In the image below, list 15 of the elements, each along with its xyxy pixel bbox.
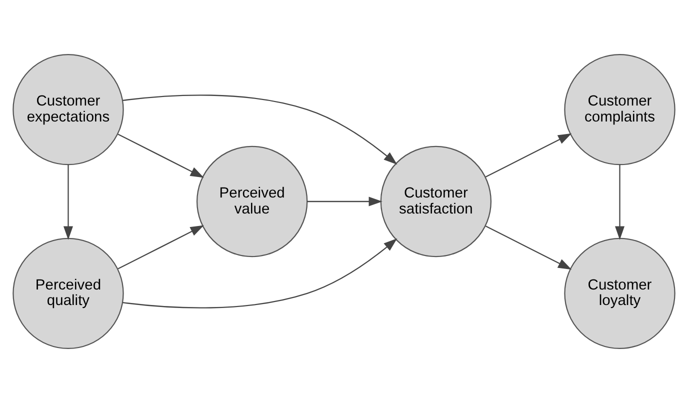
arrow bbox=[122, 238, 398, 308]
node-circle: Customer complaints bbox=[564, 54, 676, 166]
arrow bbox=[118, 225, 204, 270]
arrow bbox=[122, 94, 398, 165]
arrow bbox=[614, 164, 625, 240]
node-circle: Perceived quality bbox=[12, 238, 124, 350]
arrow bbox=[485, 133, 572, 178]
arrow bbox=[307, 196, 382, 206]
node-circle: Customer satisfaction bbox=[380, 146, 492, 258]
arrow bbox=[63, 164, 74, 240]
node-circle: Customer loyalty bbox=[564, 238, 676, 350]
node-circle: Customer expectations bbox=[12, 54, 124, 166]
arrow bbox=[485, 226, 572, 270]
node-circle: Perceived value bbox=[196, 146, 308, 258]
arrow bbox=[118, 134, 204, 178]
